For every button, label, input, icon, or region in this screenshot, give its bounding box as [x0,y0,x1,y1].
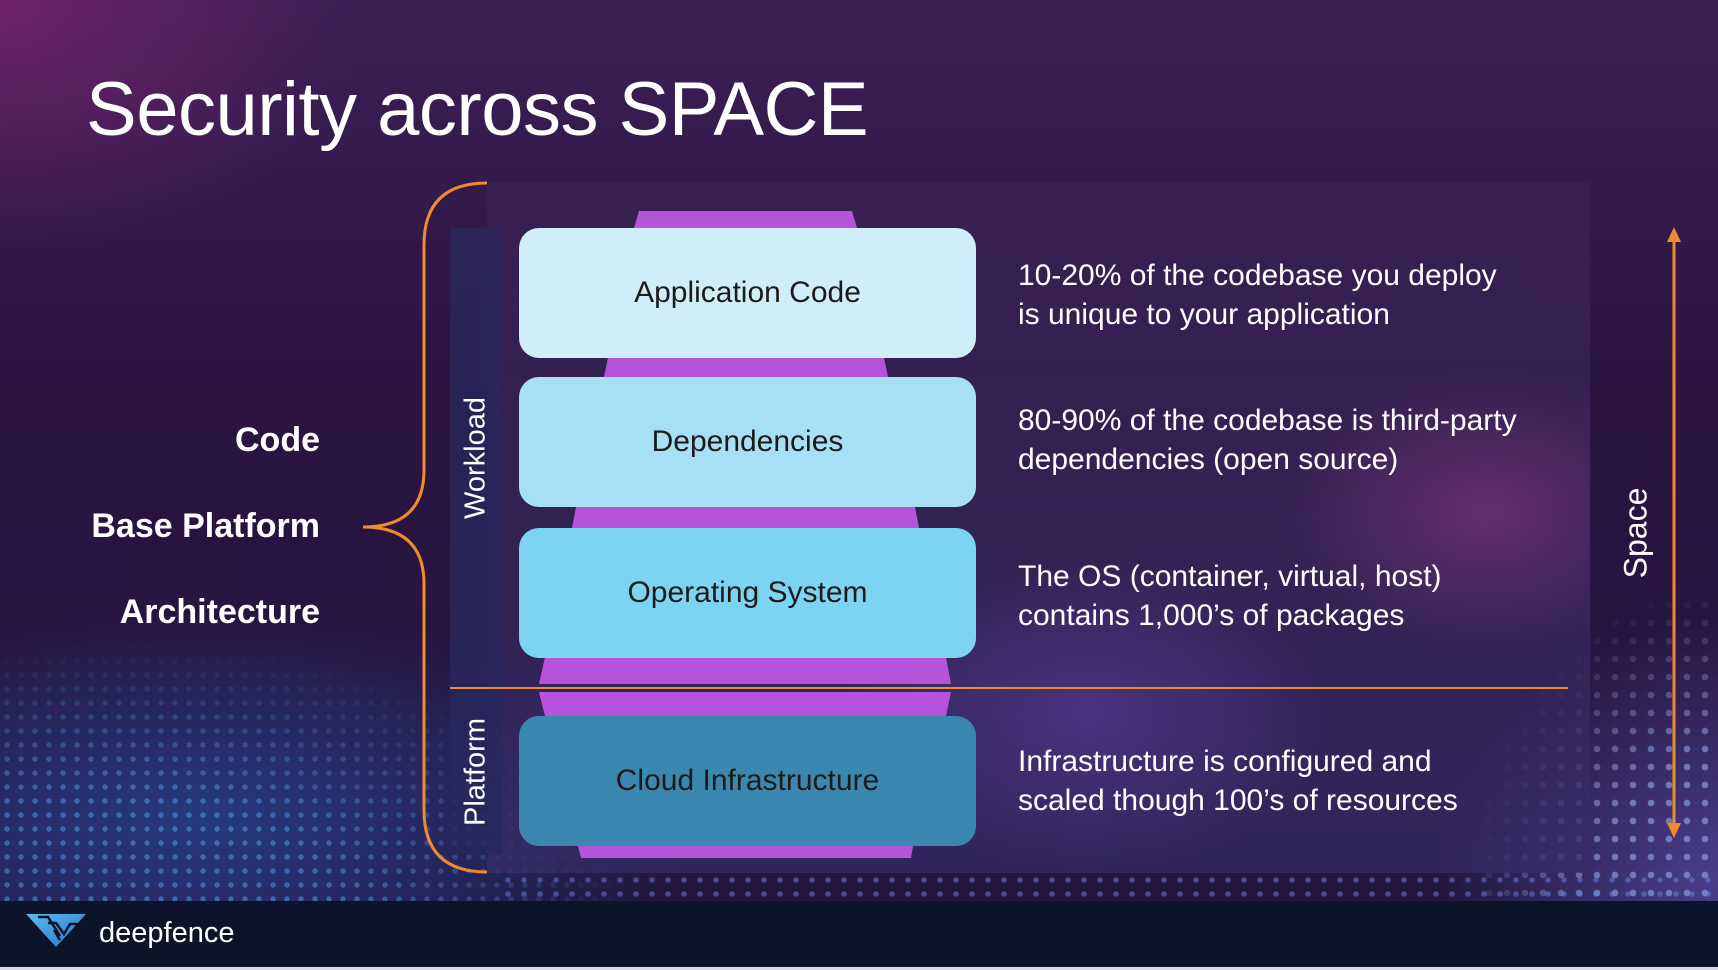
description-line: 10-20% of the codebase you deploy [1018,259,1497,292]
connector-3 [539,657,951,684]
description-dependencies: 80-90% of the codebase is third-party de… [1018,401,1517,479]
description-line: The OS (container, virtual, host) [1018,560,1442,593]
layer-label: Application Code [634,276,861,309]
layer-operating-system: Operating System [519,528,976,658]
connector-1 [604,358,888,377]
slide-title: Security across SPACE [86,67,869,152]
decorative-dot-row-bottom [500,873,1718,901]
arrow-down-head [1667,823,1681,838]
description-line: scaled though 100’s of resources [1018,784,1458,817]
label-code: Code [235,421,320,459]
description-line: is unique to your application [1018,298,1390,331]
space-axis-label: Space [1617,487,1654,579]
connector-4 [539,692,951,716]
label-architecture: Architecture [119,593,320,631]
layer-label: Operating System [627,576,868,609]
workload-group-strip: Workload [450,228,502,687]
description-line: dependencies (open source) [1018,443,1399,476]
layer-cloud-infrastructure: Cloud Infrastructure [519,716,976,846]
connector-2 [572,507,919,528]
description-line: Infrastructure is configured and [1018,745,1432,778]
workload-platform-divider [450,687,1568,689]
description-line: contains 1,000’s of packages [1018,599,1405,632]
arrow-up-head [1667,227,1681,242]
layer-label: Cloud Infrastructure [615,764,880,797]
deepfence-logo-icon [26,914,86,947]
stack-connectors [539,211,951,858]
description-operating-system: The OS (container, virtual, host) contai… [1018,557,1442,635]
description-application-code: 10-20% of the codebase you deploy is uni… [1018,256,1497,334]
platform-group-strip: Platform [450,689,502,855]
space-arrow [1667,227,1681,838]
description-line: 80-90% of the codebase is third-party [1018,404,1517,437]
description-cloud-infrastructure: Infrastructure is configured and scaled … [1018,742,1458,820]
brand-name: deepfence [99,917,235,949]
footer-bottom-edge [0,967,1718,970]
layer-label: Dependencies [651,425,844,458]
footer-bar [0,901,1718,967]
label-base-platform: Base Platform [91,507,320,545]
layer-application-code: Application Code [519,228,976,358]
curly-brace [362,181,488,874]
connector-top [634,211,857,228]
layer-dependencies: Dependencies [519,377,976,507]
connector-bottom [578,846,913,858]
